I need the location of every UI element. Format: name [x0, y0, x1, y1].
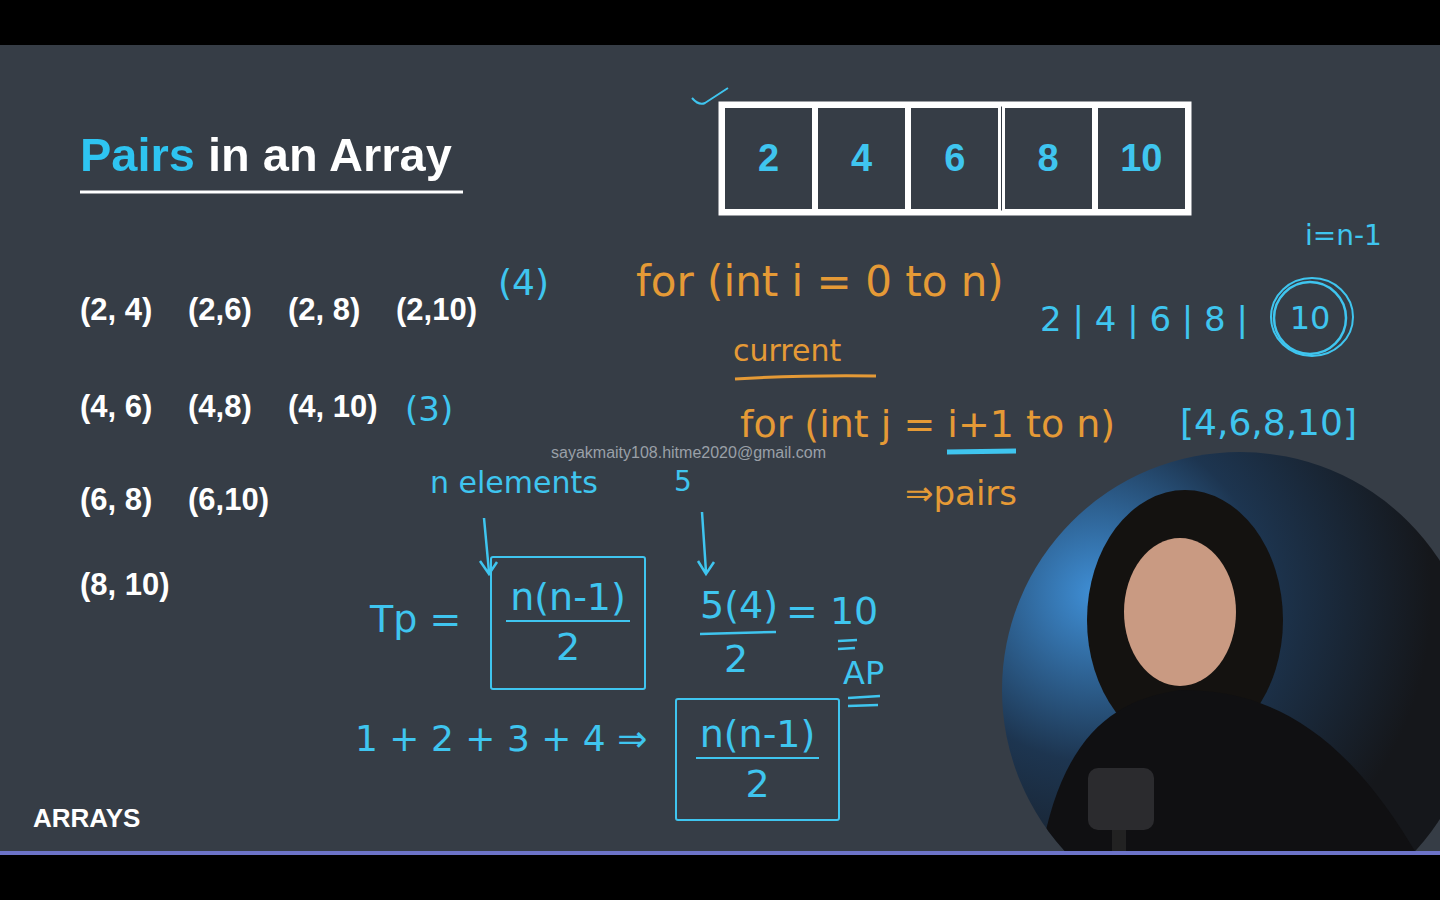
math-note: AP — [843, 655, 884, 692]
formula-box: n(n-1)2 — [675, 698, 840, 821]
array-cell: 4 — [815, 105, 908, 212]
array-value: 2 — [758, 137, 779, 181]
webcam-glow — [1000, 450, 1440, 900]
double-underline — [838, 640, 857, 649]
code-note: ⇒pairs — [905, 474, 1017, 513]
pair-text: (4, 6) — [80, 389, 152, 425]
pair-text: (6,10) — [188, 482, 269, 518]
fraction-numerator: 5(4) — [700, 584, 778, 628]
array-note: [4,6,8,10] — [1180, 402, 1357, 443]
array-value: 6 — [944, 137, 965, 181]
pair-text: (4, 10) — [288, 389, 378, 425]
math-note: = 10 — [786, 590, 878, 634]
array-value: 8 — [1038, 137, 1059, 181]
index-note: i=n-1 — [1305, 220, 1382, 252]
circle-ring — [1271, 278, 1353, 356]
array-cell: 10 — [1095, 105, 1188, 212]
check-mark — [692, 88, 728, 104]
circled-value: 10 — [1272, 280, 1348, 356]
pair-text: (2, 4) — [80, 292, 152, 328]
pair-text: (2, 8) — [288, 292, 360, 328]
array-note: 2 | 4 | 6 | 8 | — [1040, 300, 1248, 339]
pair-text: (8, 10) — [80, 567, 170, 603]
watermark: sayakmaity108.hitme2020@gmail.com — [551, 444, 826, 462]
bottom-bar — [0, 855, 1440, 900]
presenter-face — [1124, 538, 1236, 686]
array-value: 4 — [851, 137, 872, 181]
code-note: for (int j = i+1 to n) — [740, 403, 1115, 447]
math-note: n elements — [430, 466, 598, 501]
pair-text: (4,8) — [188, 389, 252, 425]
fraction-numerator: n(n-1) — [506, 576, 630, 622]
array-cell: 6 — [908, 105, 1001, 212]
code-note: current — [733, 334, 841, 369]
array-cell: 8 — [1002, 105, 1095, 212]
math-note: 1 + 2 + 3 + 4 ⇒ — [355, 718, 647, 759]
fraction-denominator: 2 — [552, 626, 584, 670]
double-underline — [848, 696, 880, 706]
array-cell: 2 — [722, 105, 815, 212]
top-bar — [0, 0, 1440, 45]
pair-text: (6, 8) — [80, 482, 152, 518]
progress-line — [0, 851, 1440, 855]
fraction-bar — [700, 632, 776, 634]
leader-arrow — [480, 518, 497, 574]
current-underline — [735, 376, 876, 379]
title-underline — [80, 191, 463, 194]
highlight-mark — [947, 451, 1016, 452]
fraction-denominator: 2 — [741, 763, 773, 807]
formula-box: n(n-1)2 — [490, 556, 646, 690]
math-note: Tp = — [370, 598, 461, 642]
circled-number: 10 — [1290, 300, 1331, 337]
section-label: ARRAYS — [33, 804, 140, 834]
array-value: 10 — [1120, 137, 1162, 181]
slide-title: Pairs in an Array — [80, 128, 452, 182]
code-note: for (int i = 0 to n) — [636, 258, 1004, 306]
fraction-denominator: 2 — [724, 638, 748, 682]
array-outline — [721, 104, 1189, 213]
fraction-numerator: n(n-1) — [696, 713, 820, 759]
pair-text: (2,10) — [396, 292, 477, 328]
count-note: (4) — [498, 262, 549, 303]
math-note: 5 — [674, 466, 692, 498]
circle-ring — [1274, 282, 1346, 354]
microphone — [1088, 768, 1154, 830]
webcam-circle — [1000, 450, 1440, 900]
count-note: (3) — [405, 390, 453, 429]
pair-text: (2,6) — [188, 292, 252, 328]
presenter-body — [1040, 690, 1420, 860]
leader-arrow — [698, 512, 714, 574]
